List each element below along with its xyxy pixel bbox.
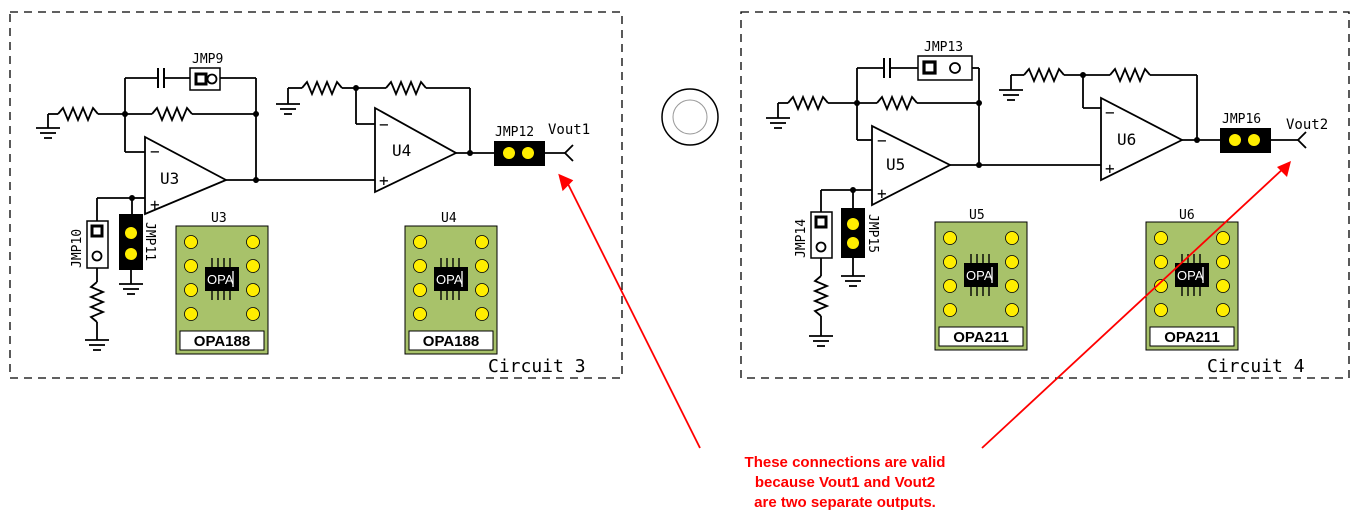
socket-u3: U3 OPA OPA188 bbox=[175, 211, 269, 355]
jumper-jmp14-label: JMP14 bbox=[794, 219, 809, 258]
opamp-u4-minus: − bbox=[379, 115, 389, 134]
socket-u5-part: OPA211 bbox=[953, 329, 1009, 346]
opamp-u4-plus: + bbox=[379, 171, 389, 190]
socket-u4-ref: U4 bbox=[441, 211, 457, 226]
jumper-jmp11[interactable] bbox=[119, 214, 143, 270]
opamp-u6-plus: + bbox=[1105, 159, 1115, 178]
annotation: These connections are valid because Vout… bbox=[558, 161, 1291, 511]
socket-u5-chip: OPA bbox=[966, 268, 993, 283]
opamp-u3-label: U3 bbox=[160, 169, 179, 188]
opamp-u3-minus: − bbox=[150, 142, 160, 161]
jumper-jmp15[interactable] bbox=[841, 208, 865, 258]
opamp-u6-label: U6 bbox=[1117, 130, 1136, 149]
opamp-u5-plus: + bbox=[877, 184, 887, 203]
jumper-jmp12-label: JMP12 bbox=[495, 125, 534, 140]
vout2-label: Vout2 bbox=[1286, 117, 1328, 133]
opamp-u5 bbox=[871, 124, 952, 207]
opamp-u4-label: U4 bbox=[392, 141, 411, 160]
annotation-arrow-vout1 bbox=[565, 179, 701, 449]
socket-u4-part: OPA188 bbox=[423, 333, 479, 350]
annotation-arrow-vout2 bbox=[981, 166, 1286, 449]
annotation-line-3: are two separate outputs. bbox=[754, 494, 936, 511]
circuit-3-title: Circuit 3 bbox=[488, 356, 586, 377]
socket-u6-ref: U6 bbox=[1179, 208, 1195, 223]
circuit-3: − + U3 − + U4 JMP9 JMP10 JMP11 JMP12 Vou… bbox=[9, 11, 623, 379]
opamp-u6 bbox=[1100, 96, 1184, 182]
circuit-4: − + U5 − + U6 JMP13 JMP14 JMP15 JMP16 Vo… bbox=[740, 11, 1350, 379]
jumper-jmp16-label: JMP16 bbox=[1222, 112, 1261, 127]
jumper-jmp11-label: JMP11 bbox=[142, 222, 157, 261]
opamp-u5-minus: − bbox=[877, 131, 887, 150]
annotation-line-1: These connections are valid bbox=[745, 454, 946, 471]
jumper-jmp13-label: JMP13 bbox=[924, 40, 963, 55]
circuit-4-frame bbox=[740, 11, 1350, 379]
jumper-jmp15-label: JMP15 bbox=[865, 214, 880, 253]
socket-u6-part: OPA211 bbox=[1164, 329, 1220, 346]
jumper-jmp10-label: JMP10 bbox=[70, 229, 85, 268]
circuit-3-wires bbox=[47, 77, 565, 340]
socket-u3-ref: U3 bbox=[211, 211, 227, 226]
circuit-3-frame bbox=[9, 11, 623, 379]
opamp-u3 bbox=[144, 135, 229, 216]
opamp-u5-label: U5 bbox=[886, 155, 905, 174]
opamp-u4 bbox=[374, 106, 458, 194]
jumper-jmp9-label: JMP9 bbox=[192, 52, 223, 67]
socket-u6: U6 OPA OPA211 bbox=[1145, 208, 1239, 351]
socket-u4-chip: OPA bbox=[436, 272, 463, 287]
socket-u5: U5 OPA OPA211 bbox=[934, 208, 1028, 351]
opamp-u3-plus: + bbox=[150, 195, 160, 214]
socket-u6-chip: OPA bbox=[1177, 268, 1204, 283]
socket-u5-ref: U5 bbox=[969, 208, 985, 223]
jumper-jmp16[interactable] bbox=[1220, 128, 1271, 153]
vout1-label: Vout1 bbox=[548, 122, 590, 138]
opamp-u6-minus: − bbox=[1105, 103, 1115, 122]
mounting-hole bbox=[661, 88, 719, 146]
socket-u3-part: OPA188 bbox=[194, 333, 250, 350]
jumper-jmp12[interactable] bbox=[494, 141, 545, 166]
socket-u4: U4 OPA OPA188 bbox=[404, 211, 498, 355]
annotation-line-2: because Vout1 and Vout2 bbox=[755, 474, 935, 491]
circuit-4-title: Circuit 4 bbox=[1207, 356, 1305, 377]
socket-u3-chip: OPA bbox=[207, 272, 234, 287]
